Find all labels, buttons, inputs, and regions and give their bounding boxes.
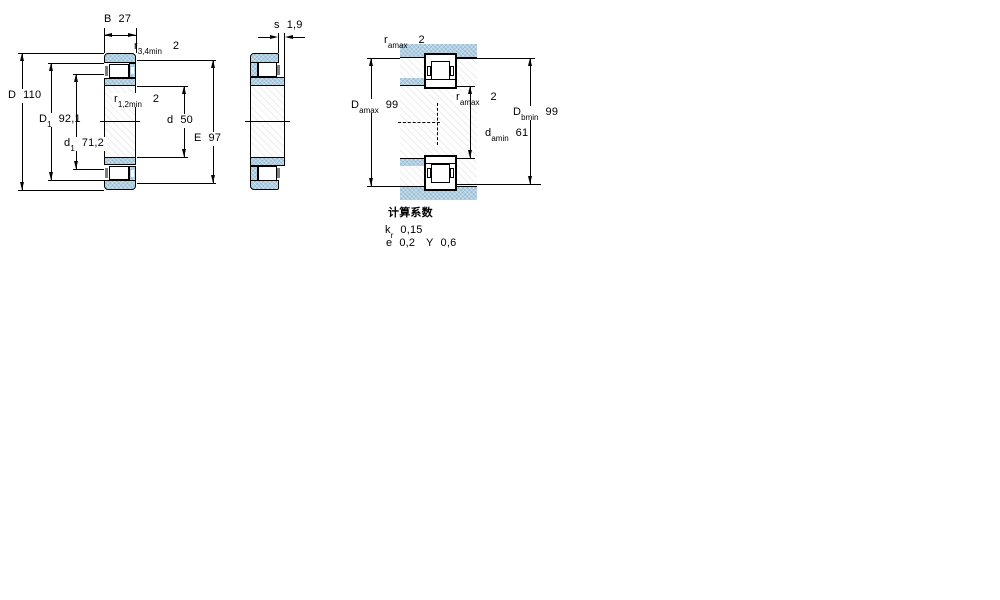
side-centerline <box>245 121 290 122</box>
dim-D-ext-bottom <box>18 190 104 191</box>
dim-s-tail-left <box>258 37 270 38</box>
dim-s-arrow-right <box>285 35 293 39</box>
side-flange-left-bottom <box>250 166 258 181</box>
dim-d-arrow-down <box>182 149 186 157</box>
flange-slot-bottom <box>131 170 134 177</box>
dim-B-ext-right <box>136 28 137 53</box>
side-inner-ring-bottom <box>250 157 285 166</box>
dim-d-ext-top <box>137 86 188 87</box>
inner-ring-bottom <box>104 157 136 165</box>
dim-D1-ext-top <box>48 63 104 64</box>
dim-B-arrow-right <box>128 33 136 37</box>
dim-D-arrow-down <box>20 182 24 190</box>
roller-top <box>109 64 129 78</box>
bearing-cage-left-bottom <box>427 168 431 178</box>
shaft-shoulder-top <box>400 78 425 86</box>
inner-ring-top <box>104 78 136 86</box>
cage-left-top <box>105 66 108 76</box>
dim-E-arrow-down <box>211 175 215 183</box>
dim-D1-arrow-down <box>49 172 53 180</box>
bearing-cage-left-top <box>427 66 431 76</box>
dim-s-ext-left <box>278 33 279 53</box>
dim-d-arrow-up <box>182 86 186 94</box>
dim-damin-arrow-down <box>468 150 472 158</box>
dim-Dbmin-arrow-down <box>528 176 532 184</box>
dim-E-arrow-up <box>211 60 215 68</box>
bearing-cage-right-bottom <box>450 168 454 178</box>
shaft-shoulder-bottom <box>400 158 425 166</box>
mounting-centerline-v <box>437 103 438 145</box>
side-inner-ring-top <box>250 77 285 86</box>
cage-left-bottom <box>105 168 108 178</box>
bearing-roller-top <box>431 61 450 80</box>
dim-E-ext-top <box>137 60 216 61</box>
side-cage-right-bottom <box>277 168 280 178</box>
outer-ring-bottom <box>104 180 136 190</box>
roller-bottom <box>109 166 129 180</box>
dim-d1-arrow-down <box>74 161 78 169</box>
dim-Damax-ext-bottom <box>367 186 400 187</box>
dim-Dbmin-line <box>530 58 531 184</box>
side-roller-top <box>258 62 277 77</box>
outer-ring-top <box>104 53 136 63</box>
factors-title: 计算系数 <box>388 207 433 219</box>
dim-D-arrow-up <box>20 53 24 61</box>
dim-B-ext-left <box>104 28 105 53</box>
dim-B-arrow-left <box>104 33 112 37</box>
dim-B-line <box>104 35 137 36</box>
dim-Damax-ext-top <box>367 58 400 59</box>
side-flange-left-top <box>250 62 258 77</box>
dim-Dbmin-ext-top <box>457 58 535 59</box>
dim-s-ext-right <box>284 33 285 77</box>
side-cage-right-top <box>277 65 280 75</box>
dim-damin-arrow-up <box>468 86 472 94</box>
dim-Damax-arrow-down <box>369 178 373 186</box>
dim-d1-line <box>76 74 77 169</box>
dim-D1-arrow-up <box>49 63 53 71</box>
dim-Dbmin-ext-bottom <box>457 184 541 185</box>
dim-D1-ext-bottom <box>48 180 104 181</box>
dim-D-ext-top <box>18 53 104 54</box>
bearing-cage-right-top <box>450 66 454 76</box>
dim-damin-line <box>470 86 471 158</box>
flange-slot-top <box>131 67 134 74</box>
dim-d-ext-bottom <box>137 157 188 158</box>
dim-s-tail-right <box>293 37 305 38</box>
housing-band-bottom <box>400 186 477 200</box>
dim-D-line <box>22 53 23 190</box>
dim-E-line <box>213 60 214 183</box>
dim-Damax-arrow-up <box>369 58 373 66</box>
side-outer-ring-bottom <box>250 180 279 190</box>
bearing-inner-line-bottom <box>426 163 455 164</box>
dim-Dbmin-arrow-up <box>528 58 532 66</box>
bearing-roller-bottom <box>431 164 450 183</box>
side-roller-bottom <box>258 166 277 181</box>
mounting-centerline-h <box>398 122 440 123</box>
dim-E-ext-bottom <box>137 183 216 184</box>
dim-Damax-line <box>371 58 372 186</box>
dim-d1-ext-top <box>73 74 104 75</box>
dim-s-arrow-left <box>270 35 278 39</box>
dim-d1-arrow-up <box>74 74 78 82</box>
dim-d1-ext-bottom <box>73 169 104 170</box>
front-centerline <box>100 121 140 122</box>
